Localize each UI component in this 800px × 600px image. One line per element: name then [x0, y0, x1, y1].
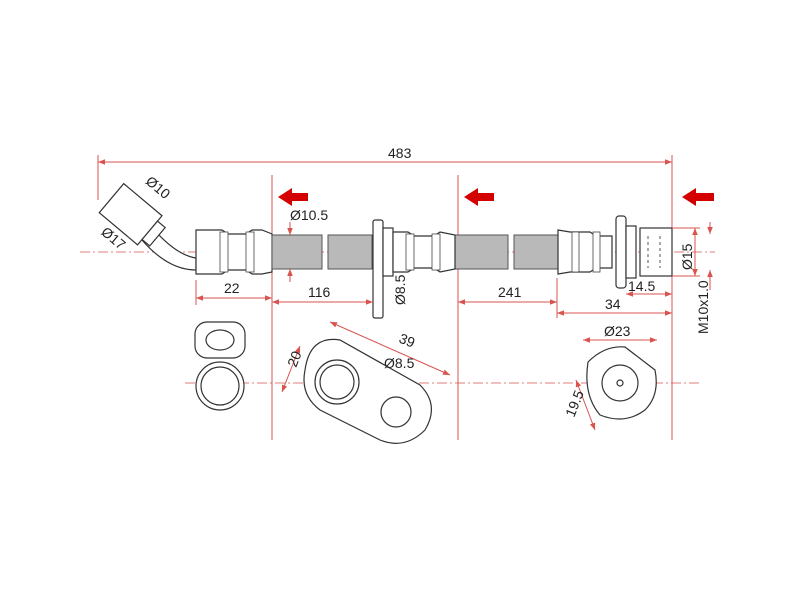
- bracket-hole-dia-2-label: Ø8.5: [384, 355, 415, 371]
- hose-length-1-label: 116: [308, 284, 331, 300]
- bracket-plate-view: 39 20 Ø8.5: [281, 321, 451, 444]
- length-dimensions: 22 116 241 34 14.5 Ø10.5 Ø15 M10x1.0: [195, 207, 713, 334]
- left-banjo-fitting: Ø10 Ø17: [98, 173, 197, 271]
- nut-length-label: 14.5: [628, 278, 655, 294]
- right-flange-dia-label: Ø23: [604, 323, 631, 339]
- right-flange-flat-label: 19.5: [562, 388, 587, 419]
- left-ferrule: [195, 229, 273, 275]
- nut-dia-label: Ø15: [679, 243, 695, 270]
- direction-arrows: [278, 188, 714, 206]
- right-end-fitting: [557, 215, 673, 289]
- bracket-hole-dia-label: Ø8.5: [392, 274, 408, 305]
- right-end-length-label: 34: [605, 296, 621, 312]
- arrow-left-icon: [682, 188, 714, 206]
- middle-bracket: Ø8.5: [372, 219, 456, 319]
- thread-label: M10x1.0: [695, 280, 711, 334]
- arrow-left-icon: [464, 188, 494, 206]
- arrow-left-icon: [278, 188, 308, 206]
- fitting-dia-10-label: Ø10: [143, 173, 174, 202]
- hose-length-2-label: 241: [498, 284, 522, 300]
- hose-dia-label: Ø10.5: [290, 207, 328, 223]
- bracket-length-label: 39: [397, 330, 418, 351]
- overall-length-label: 483: [388, 145, 412, 161]
- right-flange-view: Ø23 19.5: [562, 323, 657, 431]
- left-ferrule-length-label: 22: [224, 280, 240, 296]
- hose-sections: [271, 234, 559, 270]
- section-lines: [271, 155, 673, 440]
- left-end-view: [185, 321, 700, 411]
- overall-length-dimension: 483: [97, 145, 672, 200]
- bracket-width-label: 20: [284, 348, 305, 369]
